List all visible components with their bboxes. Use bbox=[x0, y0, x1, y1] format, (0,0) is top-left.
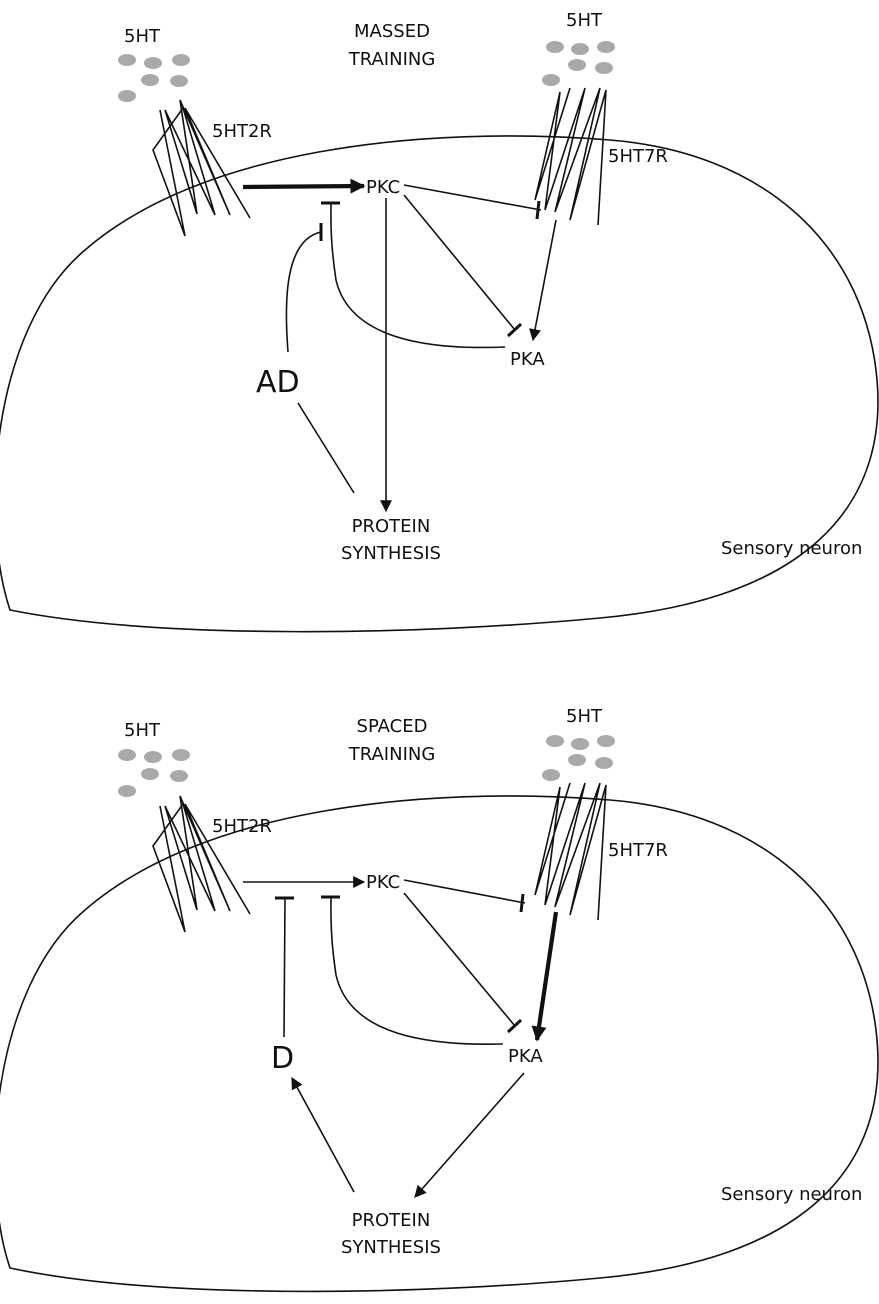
serotonin-label-left: 5HT bbox=[124, 26, 161, 47]
arrow-5ht7r-to-pka bbox=[531, 911, 559, 1042]
receptor-label-right: 5HT7R bbox=[608, 840, 668, 861]
inhibit-pkc-to-5ht7r bbox=[403, 879, 526, 904]
protein-synthesis-line-2: SYNTHESIS bbox=[341, 1237, 441, 1258]
receptor-5ht2r-shape bbox=[152, 99, 251, 237]
receptor-5ht7r-shape bbox=[534, 782, 607, 921]
modulator-label: D bbox=[271, 1041, 294, 1076]
pkc-label: PKC bbox=[366, 177, 400, 198]
arrow-protein-synthesis-to-d bbox=[291, 1076, 355, 1193]
protein-synthesis-line-1: PROTEIN bbox=[352, 516, 431, 537]
pka-label: PKA bbox=[508, 1046, 543, 1067]
cell-label: Sensory neuron bbox=[721, 1184, 862, 1205]
serotonin-label-right: 5HT bbox=[566, 706, 603, 727]
receptor-5ht2r-shape bbox=[152, 795, 251, 933]
title-line-1: MASSED bbox=[354, 21, 430, 42]
cell-label: Sensory neuron bbox=[721, 538, 862, 559]
serotonin-label-left: 5HT bbox=[124, 720, 161, 741]
protein-synthesis-line-2: SYNTHESIS bbox=[341, 543, 441, 564]
receptor-label-right: 5HT7R bbox=[608, 146, 668, 167]
serotonin-molecules-left bbox=[118, 54, 190, 102]
inhibit-pkc-to-pka bbox=[403, 194, 516, 331]
serotonin-molecules-left bbox=[118, 749, 190, 797]
receptor-label-left: 5HT2R bbox=[212, 121, 272, 142]
receptor-label-left: 5HT2R bbox=[212, 816, 272, 837]
title-line-1: SPACED bbox=[357, 716, 428, 737]
serotonin-molecules-right bbox=[542, 41, 615, 86]
pkc-label: PKC bbox=[366, 872, 400, 893]
serotonin-molecules-right bbox=[542, 735, 615, 781]
arrow-5ht7r-to-pka bbox=[529, 219, 557, 342]
sensory-neuron-membrane bbox=[0, 795, 879, 1293]
serotonin-label-right: 5HT bbox=[566, 10, 603, 31]
link-ad-to-protein-synthesis bbox=[297, 402, 355, 494]
arrow-5ht2r-to-pkc bbox=[242, 178, 366, 194]
title-line-2: TRAINING bbox=[348, 49, 436, 70]
sensory-neuron-membrane bbox=[0, 135, 879, 633]
title-line-2: TRAINING bbox=[348, 744, 436, 765]
inhibit-d-to-pathway bbox=[283, 897, 286, 1038]
panel-spaced-training: 5HT 5HT SPACED TRAINING 5HT2R 5HT7R PKC … bbox=[0, 706, 879, 1293]
inhibit-pkc-to-pka bbox=[403, 892, 516, 1027]
inhibit-pka-to-pkc-pathway bbox=[330, 202, 506, 349]
panel-massed-training: 5HT 5HT MASSED TRAINING 5HT2R 5HT7R PKC … bbox=[0, 10, 879, 633]
arrow-pka-to-protein-synthesis bbox=[414, 1072, 525, 1198]
inhibit-pkc-to-5ht7r bbox=[403, 184, 542, 211]
receptor-5ht7r-shape bbox=[534, 87, 607, 226]
inhibit-pka-to-pkc-pathway bbox=[330, 896, 504, 1046]
pka-label: PKA bbox=[510, 349, 545, 370]
inhibit-ad-to-pathway bbox=[285, 231, 322, 353]
modulator-label: AD bbox=[256, 365, 300, 400]
protein-synthesis-line-1: PROTEIN bbox=[352, 1210, 431, 1231]
